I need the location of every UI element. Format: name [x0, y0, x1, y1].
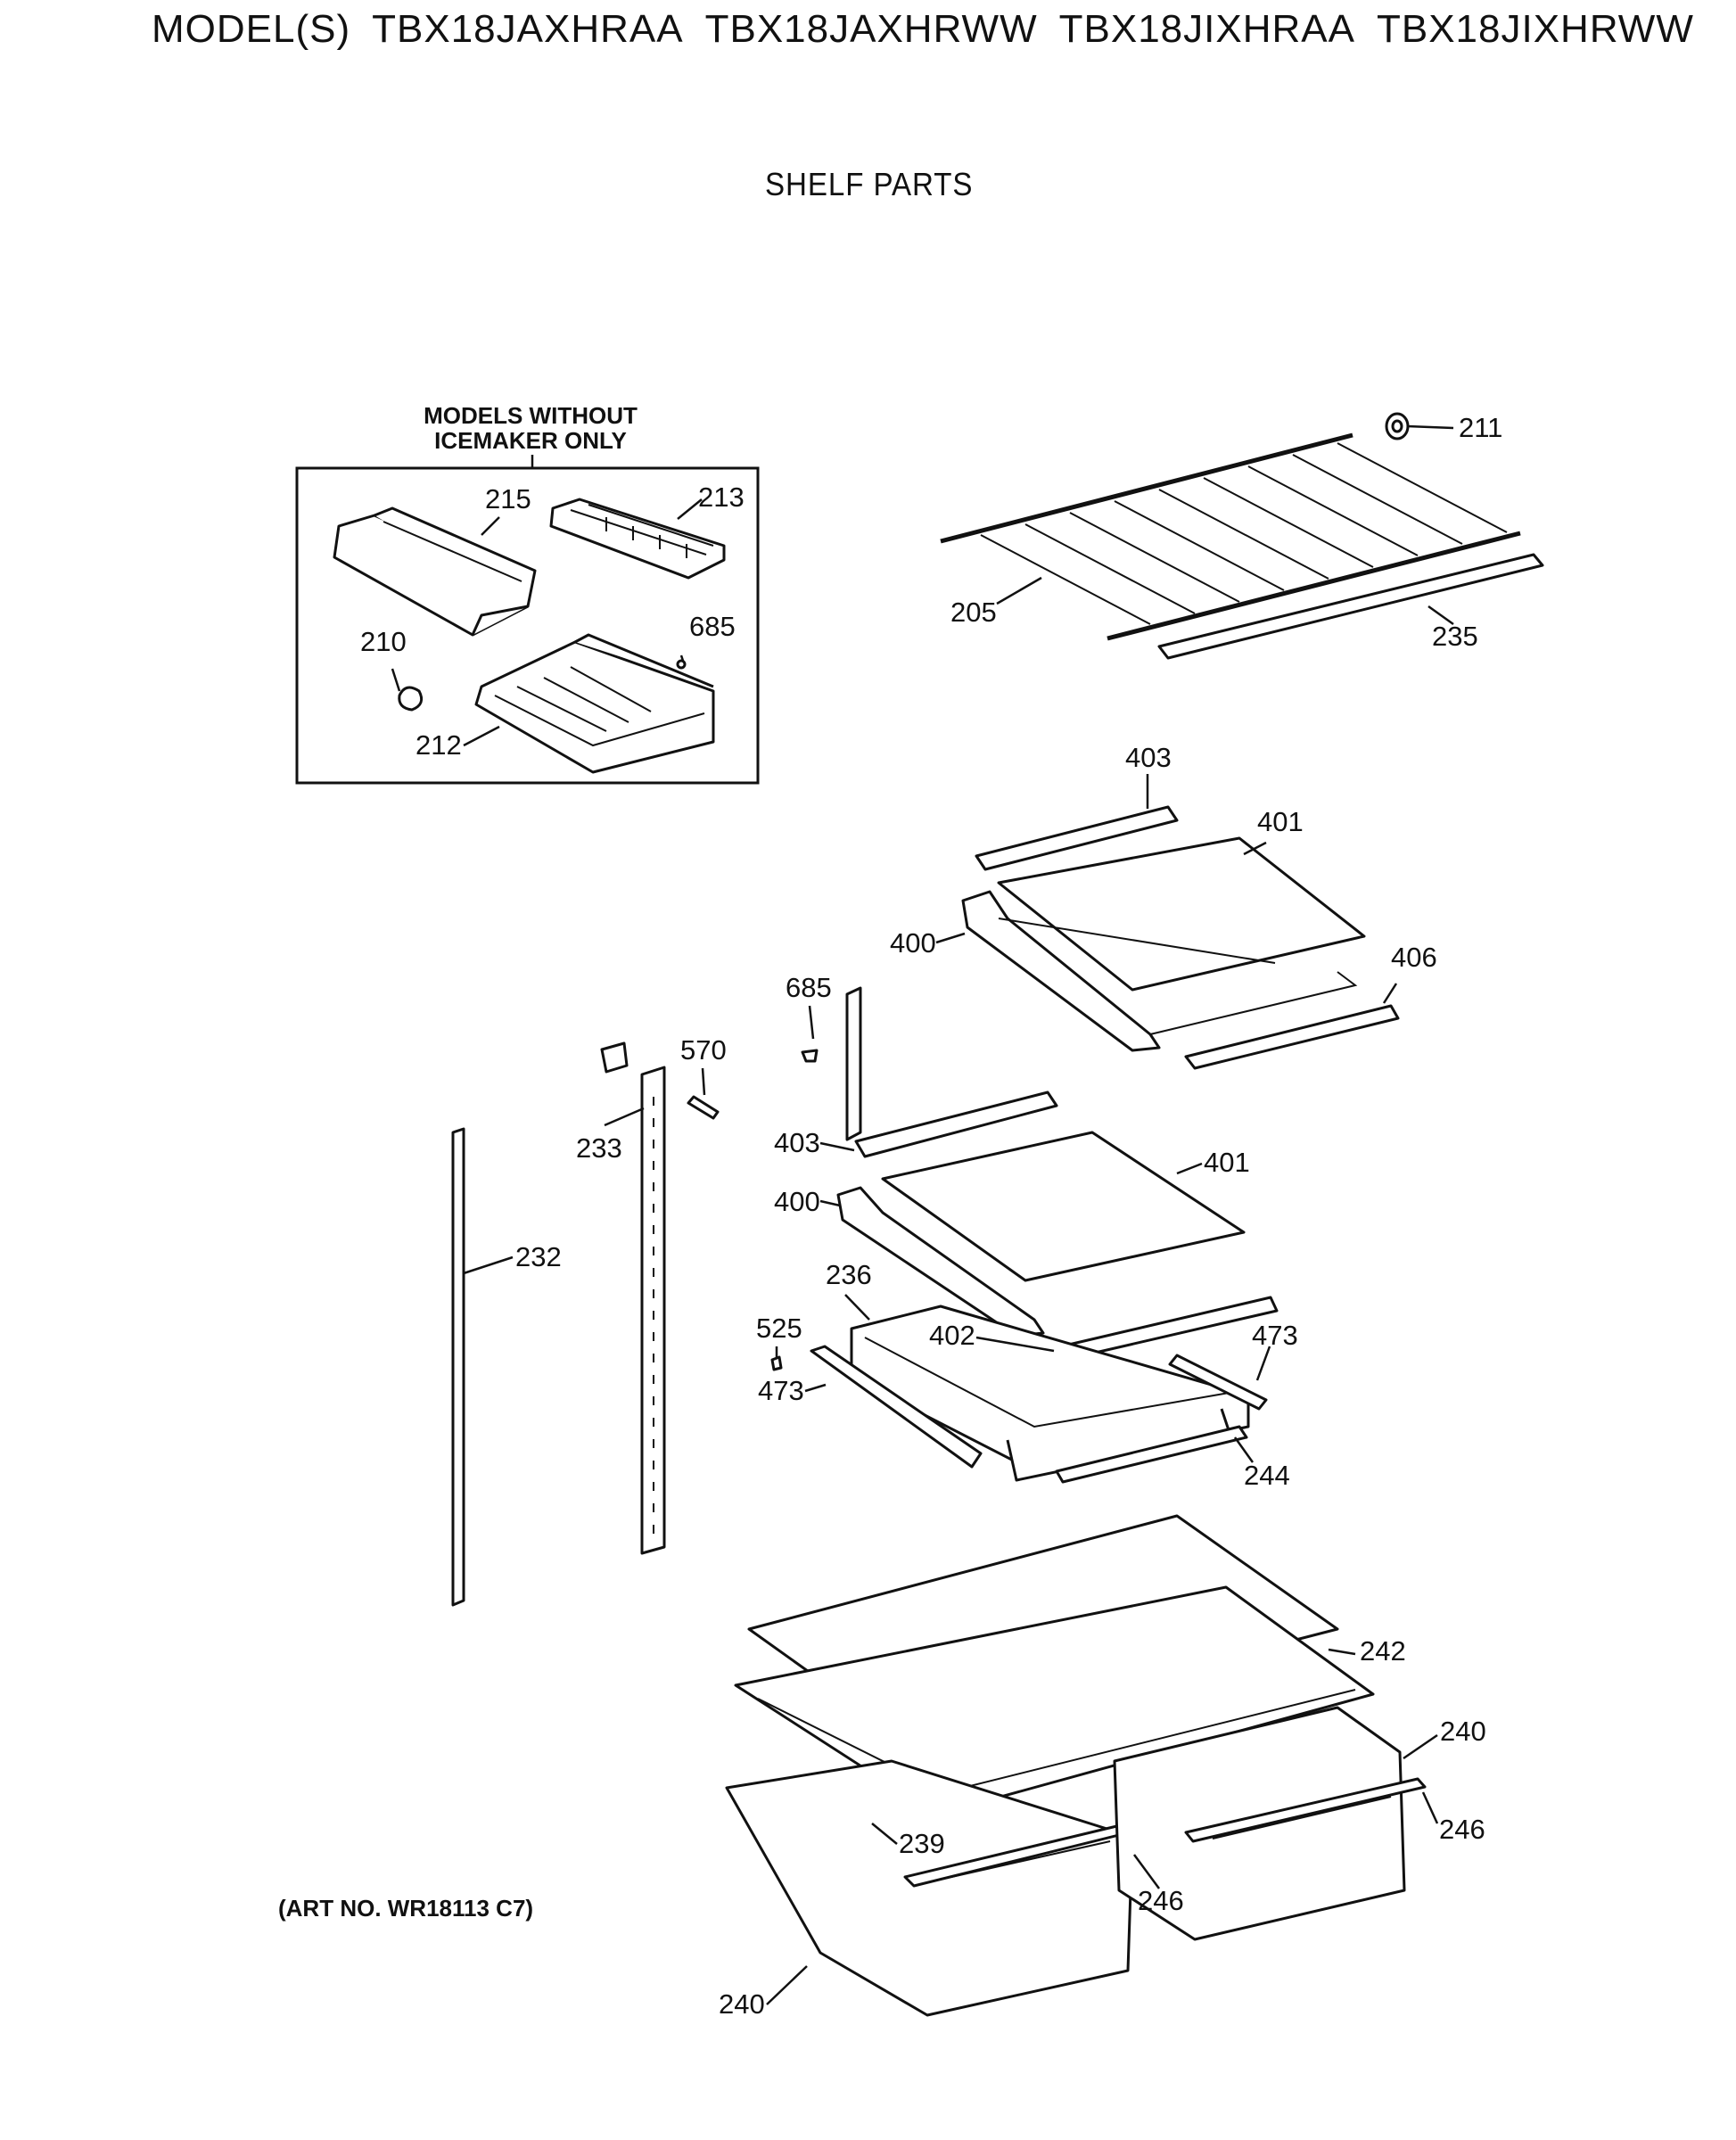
inset-box — [295, 455, 760, 785]
callout-label: 402 — [929, 1320, 975, 1351]
callout-label: 240 — [1440, 1716, 1486, 1747]
callout-label: 473 — [758, 1375, 804, 1406]
inset-note: MODELS WITHOUT ICEMAKER ONLY — [392, 403, 669, 453]
callout-label: 246 — [1138, 1885, 1184, 1916]
model-number: TBX18JIXHRAA — [1058, 7, 1355, 51]
inset-note-line: MODELS WITHOUT — [424, 402, 638, 429]
callout-label: 212 — [415, 729, 462, 761]
callout-label: 525 — [756, 1313, 802, 1344]
slide-rail-part — [810, 1345, 983, 1469]
shelf-support-part — [836, 1186, 1045, 1338]
wire-shelf-part — [940, 432, 1521, 641]
glass-shelf-upper — [961, 805, 1400, 1070]
knob-part — [398, 686, 424, 712]
callout-label: 239 — [899, 1828, 945, 1859]
callout-label: 400 — [890, 927, 936, 959]
crisper-drawer-left — [725, 1759, 1139, 2017]
shelf-rail-left — [451, 1066, 666, 1607]
glass-shelf-middle — [836, 1091, 1279, 1361]
shelf-support-part — [961, 890, 1161, 1052]
screw-part — [770, 1355, 783, 1371]
callout-label: 240 — [719, 1988, 765, 2020]
crisper-drawer-right — [1113, 1706, 1427, 1941]
model-number: TBX18JAXHRAA — [372, 7, 684, 51]
callout-label: 244 — [1244, 1460, 1290, 1491]
leader-lines — [391, 424, 1454, 2005]
pan-trim-part — [1055, 1425, 1248, 1484]
model-number: TBX18JAXHRWW — [704, 7, 1038, 51]
shelf-frame-part — [975, 805, 1179, 871]
diagram-title: SHELF PARTS — [765, 166, 974, 202]
page-header: MODEL(S) TBX18JAXHRAA TBX18JAXHRWW TBX18JIX… — [0, 0, 1736, 71]
callout-label: 403 — [774, 1127, 820, 1158]
cap-part — [1385, 412, 1410, 440]
callout-label: 235 — [1432, 621, 1478, 652]
callout-label: 401 — [1204, 1147, 1250, 1178]
art-number: (ART NO. WR18113 C7) — [278, 1895, 534, 1922]
glass-panel-part — [881, 1131, 1246, 1282]
model-number: TBX18JIXHRWW — [1376, 7, 1694, 51]
callout-label: 233 — [576, 1132, 622, 1164]
shelf-trim-part — [1157, 553, 1544, 660]
callout-labels: 211 205 235 215 213 210 685 212 403 401 … — [360, 412, 1502, 2020]
glass-panel-part — [997, 836, 1366, 992]
callout-label: 210 — [360, 626, 407, 657]
callout-label: 211 — [1459, 412, 1502, 443]
callout-label: 213 — [698, 482, 745, 513]
callout-label: 205 — [950, 597, 997, 628]
inset-note-line: ICEMAKER ONLY — [434, 427, 627, 454]
ice-tray-part — [549, 498, 726, 580]
callout-label: 215 — [485, 483, 531, 514]
callout-label: 406 — [1391, 942, 1437, 973]
callout-label: 236 — [826, 1259, 872, 1290]
callout-label: 473 — [1252, 1320, 1298, 1351]
callout-label: 400 — [774, 1186, 820, 1217]
bracket-part — [845, 986, 862, 1141]
screw-part — [676, 659, 687, 670]
shelf-trim-part — [1184, 1004, 1400, 1070]
screw-part — [687, 1095, 720, 1120]
callout-label: 685 — [786, 972, 832, 1003]
models-prefix: MODEL(S) — [152, 7, 351, 51]
model-list: MODEL(S) TBX18JAXHRAA TBX18JAXHRWW TBX18JIX… — [152, 7, 1724, 52]
shelf-frame-part — [854, 1091, 1058, 1158]
callout-label: 685 — [689, 611, 736, 642]
callout-label: 403 — [1125, 742, 1172, 773]
ice-bin-part — [333, 506, 537, 637]
ice-shelf-part — [474, 633, 715, 774]
callout-label: 401 — [1257, 806, 1304, 837]
callout-label: 242 — [1360, 1635, 1406, 1667]
pan-assembly — [770, 1305, 1268, 1484]
callout-label: 246 — [1439, 1814, 1485, 1845]
clip-part — [600, 1041, 629, 1074]
callout-label: 570 — [680, 1034, 727, 1066]
screw-part — [801, 1049, 819, 1063]
drawer-handle-part — [1184, 1777, 1427, 1843]
callout-label: 232 — [515, 1241, 562, 1272]
slide-rail-part — [1168, 1354, 1268, 1411]
